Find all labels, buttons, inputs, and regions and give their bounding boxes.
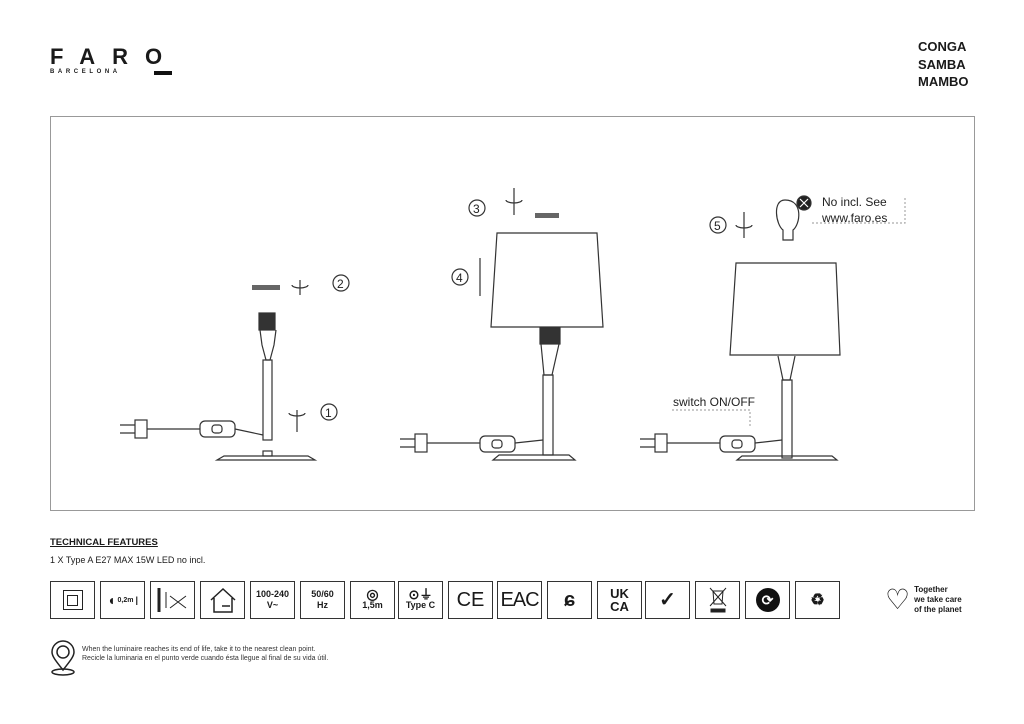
triman-icon: ɕ bbox=[547, 581, 592, 619]
eco-line: of the planet bbox=[914, 605, 962, 614]
lamp-step-1-2 bbox=[120, 280, 318, 461]
step-1-label: 1 bbox=[325, 406, 332, 420]
recycle-text-en: When the luminaire reaches its end of li… bbox=[82, 646, 316, 653]
no-cover-icon bbox=[150, 581, 195, 619]
step-5-label: 5 bbox=[714, 219, 721, 233]
heart-earth-icon: ♡ bbox=[885, 584, 911, 615]
class-ii-icon bbox=[50, 581, 95, 619]
step-4-label: 4 bbox=[456, 271, 463, 285]
logo-bar bbox=[154, 71, 172, 75]
bulb-note-line2: www.faro.es bbox=[821, 211, 887, 225]
eco-check-icon: ✓ bbox=[645, 581, 690, 619]
location-recycle-icon bbox=[51, 640, 75, 676]
model-list: CONGA SAMBA MAMBO bbox=[918, 38, 969, 91]
brand-logo: FARO bbox=[50, 44, 180, 69]
model-name: SAMBA bbox=[918, 56, 966, 72]
technical-features-text: 1 X Type A E27 MAX 15W LED no incl. bbox=[50, 555, 206, 565]
eco-message: ♡ Together we take care of the planet bbox=[885, 585, 962, 615]
brand-logo-sub: BARCELONA bbox=[50, 69, 121, 75]
recycle-notice: When the luminaire reaches its end of li… bbox=[50, 640, 328, 676]
technical-features-title: TECHNICAL FEATURES bbox=[50, 537, 158, 548]
ce-mark-icon: CE bbox=[448, 581, 493, 619]
eac-mark-icon: EAC bbox=[497, 581, 542, 619]
recycle-text-es: Recicle la luminaria en el punto verde c… bbox=[82, 655, 329, 662]
eco-line: we take care bbox=[914, 595, 962, 604]
distance-icon: ◖0,2m| bbox=[100, 581, 145, 619]
lamp-step-5: 5 No incl. See www.faro.es switch ON/OFF bbox=[640, 195, 906, 461]
switch-label: switch ON/OFF bbox=[673, 395, 755, 409]
step-2-label: 2 bbox=[337, 277, 344, 291]
lamp-step-3-4: 3 4 bbox=[400, 188, 604, 461]
step-3-label: 3 bbox=[473, 202, 480, 216]
green-dot-icon: ⟳ bbox=[745, 581, 790, 619]
model-name: CONGA bbox=[918, 39, 967, 54]
assembly-diagram-panel bbox=[50, 116, 975, 511]
bulb-note-line1: No incl. See bbox=[822, 195, 887, 209]
model-name: MAMBO bbox=[918, 74, 969, 89]
indoor-icon bbox=[200, 581, 245, 619]
recycle-icon: ♻ bbox=[795, 581, 840, 619]
plug-type-icon: ⊙⏚Type C bbox=[398, 581, 443, 619]
weee-bin-icon bbox=[695, 581, 740, 619]
eco-line: Together bbox=[914, 585, 948, 594]
cable-length-icon: ◎1,5m bbox=[350, 581, 395, 619]
